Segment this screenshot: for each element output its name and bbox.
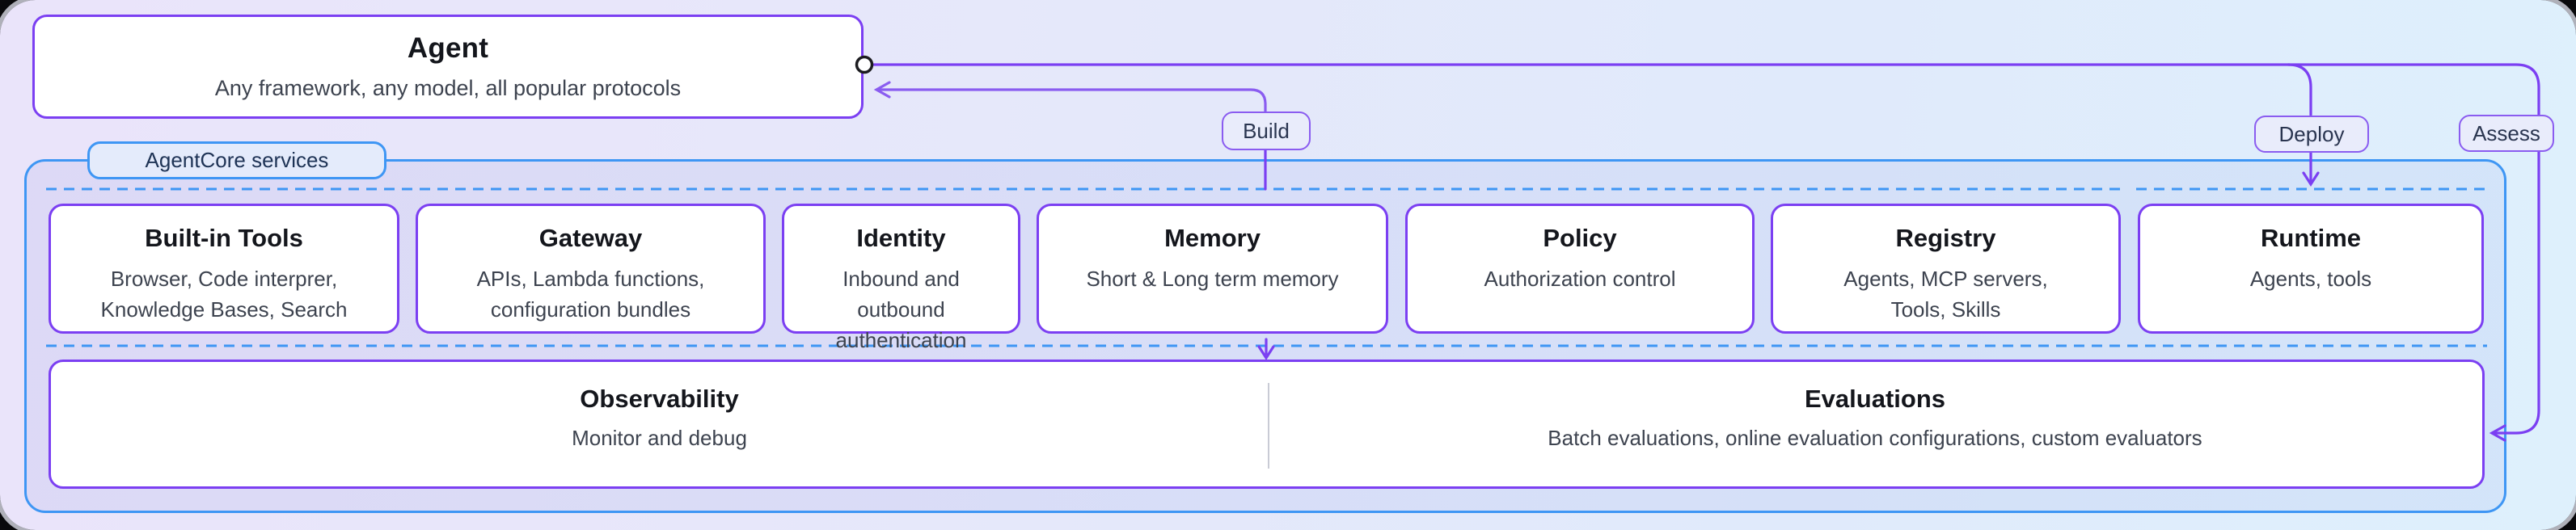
service-title: Policy — [1543, 224, 1617, 252]
deploy-badge-label: Deploy — [2278, 121, 2345, 146]
agent-title: Agent — [407, 32, 489, 64]
service-title: Gateway — [538, 224, 643, 252]
observability-evaluations-box: Observability Monitor and debug Evaluati… — [49, 360, 2485, 489]
evaluations-subtitle: Batch evaluations, online evaluation con… — [1548, 426, 2202, 450]
service-box-registry: Registry Agents, MCP servers, Tools, Ski… — [1771, 204, 2121, 334]
agentcore-services-tab: AgentCore services — [87, 141, 386, 179]
service-box-built-in-tools: Built-in Tools Browser, Code interprer, … — [49, 204, 399, 334]
service-box-gateway: Gateway APIs, Lambda functions, configur… — [416, 204, 766, 334]
build-badge: Build — [1222, 111, 1311, 150]
assess-badge-label: Assess — [2473, 120, 2540, 145]
service-box-identity: Identity Inbound and outbound authentica… — [782, 204, 1020, 352]
service-box-policy: Policy Authorization control — [1405, 204, 1755, 334]
agent-subtitle: Any framework, any model, all popular pr… — [214, 76, 682, 100]
service-subtitle: Inbound and outbound authentication — [835, 267, 967, 352]
agent-box: Agent Any framework, any model, all popu… — [32, 15, 864, 119]
build-badge-label: Build — [1243, 118, 1290, 143]
service-subtitle: Agents, tools — [2249, 267, 2372, 291]
agentcore-services-tab-label: AgentCore services — [145, 148, 329, 172]
service-subtitle: Authorization control — [1484, 267, 1676, 291]
evaluations-title: Evaluations — [1805, 385, 1945, 413]
section-divider — [1268, 383, 1269, 469]
service-title: Built-in Tools — [145, 224, 303, 252]
service-subtitle: Short & Long term memory — [1086, 267, 1339, 291]
deploy-badge: Deploy — [2254, 116, 2369, 153]
service-subtitle: Agents, MCP servers, Tools, Skills — [1843, 267, 2048, 322]
observability-title: Observability — [580, 385, 739, 413]
service-title: Identity — [856, 224, 946, 252]
service-subtitle: Browser, Code interprer, Knowledge Bases… — [100, 267, 348, 322]
service-box-runtime: Runtime Agents, tools — [2138, 204, 2484, 334]
service-subtitle: APIs, Lambda functions, configuration bu… — [476, 267, 705, 322]
assess-badge: Assess — [2459, 115, 2554, 152]
service-title: Runtime — [2261, 224, 2361, 252]
service-box-memory: Memory Short & Long term memory — [1037, 204, 1388, 334]
observability-subtitle: Monitor and debug — [572, 426, 747, 450]
observability-section: Observability Monitor and debug — [51, 362, 1268, 486]
evaluations-section: Evaluations Batch evaluations, online ev… — [1268, 362, 2482, 486]
service-title: Registry — [1895, 224, 1996, 252]
service-title: Memory — [1164, 224, 1261, 252]
